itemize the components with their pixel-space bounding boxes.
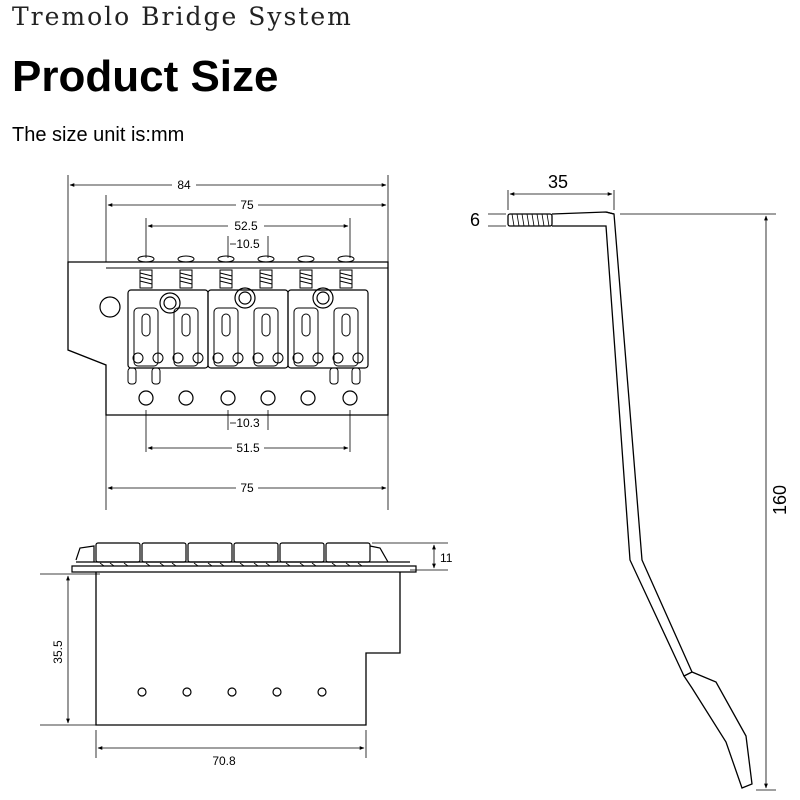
header-title: Tremolo Bridge System [12,2,353,31]
dim-saddle-height: 11 [440,551,453,565]
dim-arm-length: 160 [770,485,790,515]
intonation-springs [137,255,355,289]
dim-overall-width: 84 [177,178,191,192]
page-title: Product Size [12,52,279,101]
tremolo-arm [488,190,776,791]
saddles [132,307,364,367]
dim-hole-pitch: 10.3 [236,416,260,430]
dim-hole-span: 51.5 [236,441,260,455]
side-view-dimensions: 11 35.5 70.8 [51,551,453,768]
pivot-posts [159,287,334,314]
dim-thread-diameter: 6 [470,210,480,230]
arm-dimensions: 35 6 160 [470,172,790,515]
dim-block-width: 70.8 [212,754,236,768]
unit-note: The size unit is:mm [12,124,185,146]
dim-arm-offset: 35 [548,172,568,192]
bridge-side-view [40,542,448,758]
dim-base-width: 75 [240,481,254,495]
dim-screw-pitch: 10.5 [236,237,260,251]
dim-saddle-span: 75 [240,198,254,212]
dim-post-spacing: 52.5 [234,219,258,233]
string-holes [138,390,358,406]
top-view-dimensions: 84 75 52.5 10.5 10.3 51.5 75 [177,178,260,495]
bridge-top-view [67,175,389,510]
dim-block-height: 35.5 [51,640,65,664]
